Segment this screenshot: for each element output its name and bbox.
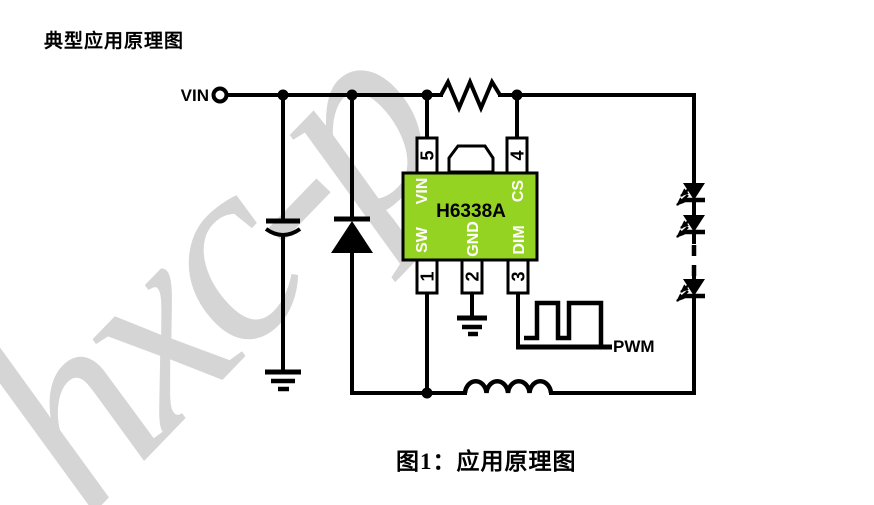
pin-box-1	[415, 258, 439, 295]
led-icon	[676, 215, 705, 238]
vin-terminal-icon	[211, 86, 229, 104]
chip-tab-icon	[447, 144, 495, 174]
ic-chip: H6338A 5 4 1 2 3 VIN CS SW	[401, 95, 539, 393]
vin-label: VIN	[181, 86, 209, 105]
chip-name: H6338A	[436, 201, 506, 222]
pwm-label: PWM	[613, 337, 655, 356]
capacitor-icon	[264, 95, 302, 372]
pin-box-2	[460, 258, 484, 295]
pwm-waveform-icon	[524, 300, 604, 347]
pin-number-3: 3	[509, 271, 529, 281]
pin-name-cs: CS	[510, 180, 527, 203]
page-title: 典型应用原理图	[44, 31, 185, 52]
pin-box-3	[506, 258, 530, 295]
pin-number-1: 1	[418, 271, 438, 281]
pin-name-vin: VIN	[414, 178, 431, 205]
pin-number-5: 5	[418, 150, 438, 160]
pin-name-gnd: GND	[465, 221, 482, 257]
pin-number-2: 2	[463, 271, 483, 281]
diode-icon	[331, 95, 373, 393]
figure-caption: 图1：应用原理图	[396, 449, 577, 474]
ground-icon	[457, 315, 487, 337]
pin-box-4	[505, 136, 529, 175]
chip-pin-numbers: 5 4 1 2 3	[418, 150, 529, 281]
resistor-icon	[439, 76, 502, 114]
chip-pin-names: VIN CS SW GND DIM	[414, 178, 528, 257]
pwm-signal: PWM	[516, 300, 655, 356]
pin-box-5	[415, 136, 439, 175]
led-icon	[676, 183, 705, 206]
led-icon	[676, 279, 705, 302]
ground-icon	[265, 369, 301, 392]
led-string	[676, 93, 705, 395]
pin-name-sw: SW	[414, 226, 431, 253]
vin-terminal: VIN	[181, 86, 229, 105]
pin-number-4: 4	[508, 150, 528, 160]
chip-pin-wires	[425, 95, 520, 393]
inductor-icon	[462, 379, 554, 394]
pin-name-dim: DIM	[511, 225, 528, 254]
chip-pin-boxes	[415, 136, 530, 295]
chip-body	[401, 171, 539, 262]
